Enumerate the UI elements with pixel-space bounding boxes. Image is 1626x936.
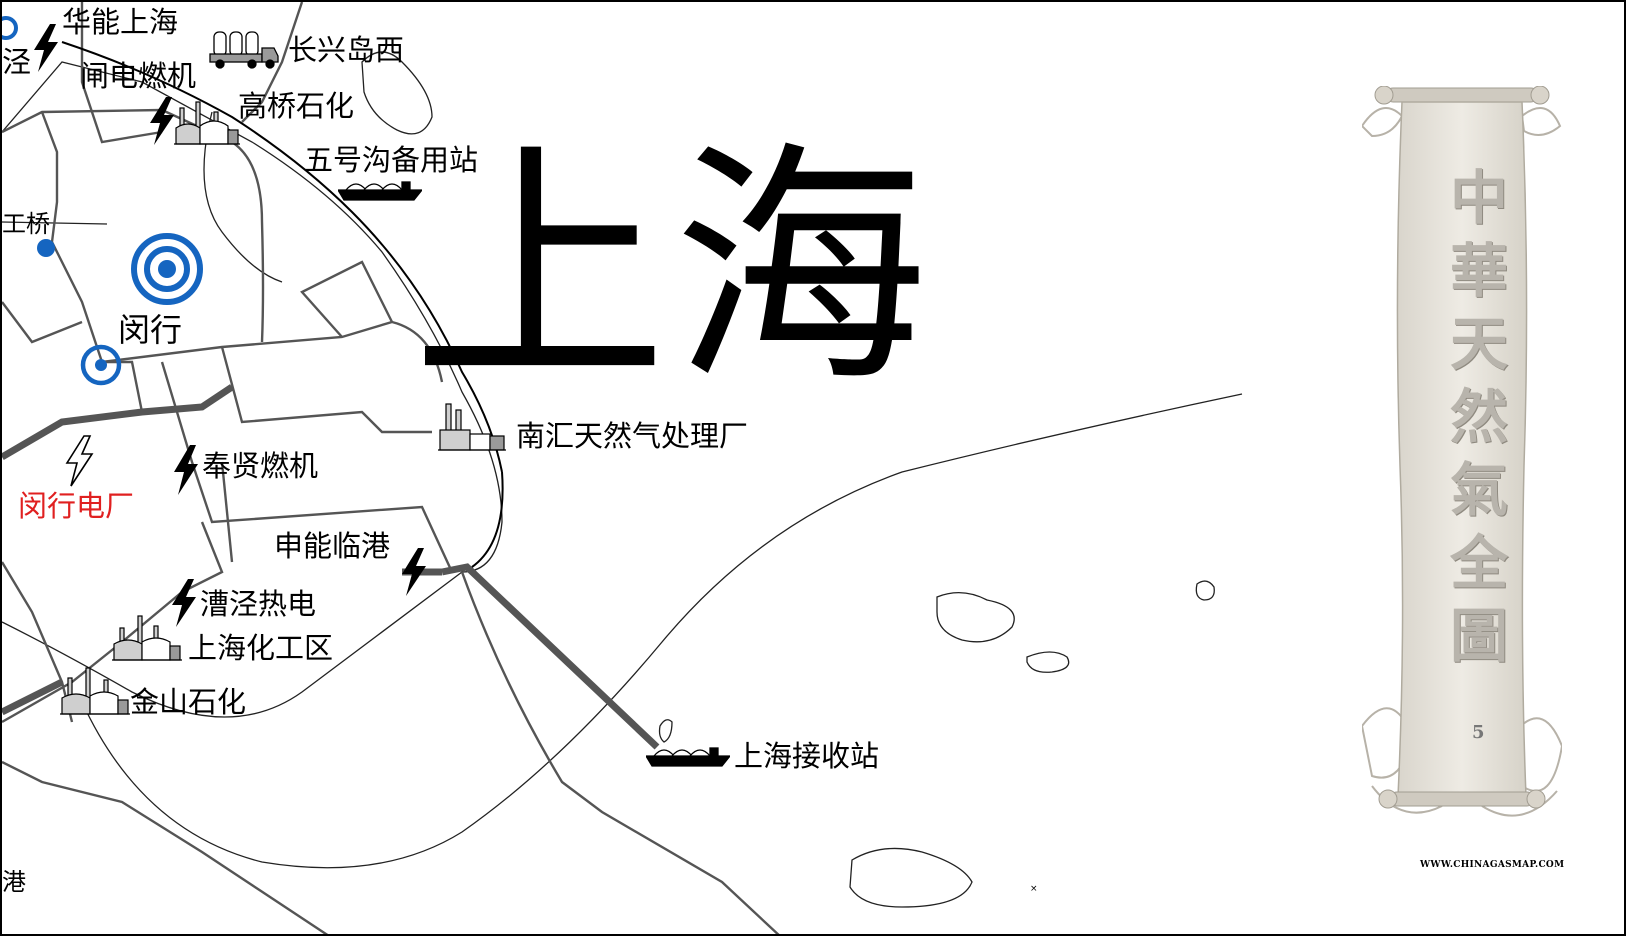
road-g: [300, 260, 394, 338]
road-b: [40, 111, 144, 413]
label-huaneng-shanghai[interactable]: 华能上海: [62, 5, 179, 39]
label-zhadian-ranji[interactable]: 闸电燃机: [80, 59, 197, 93]
label-jinshan-shihua[interactable]: 金山石化: [130, 685, 247, 719]
pipeline-southwest: [2, 678, 64, 716]
road-a: [2, 108, 265, 343]
website-url[interactable]: WWW.CHINAGASMAP.COM: [1420, 860, 1565, 870]
pipeline-north: [2, 384, 234, 461]
road-c: [80, 2, 163, 144]
island-a: [936, 592, 1015, 643]
lightning-bolt-icon[interactable]: [170, 445, 202, 495]
river-line: [203, 111, 283, 283]
label-shanghai-huagongqu[interactable]: 上海化工区: [188, 631, 334, 665]
road-m: [2, 760, 329, 934]
region-title: 上海: [412, 121, 935, 418]
label-changxingdao-xi[interactable]: 长兴岛西: [288, 33, 405, 67]
label-shanghai-jieshouzhan[interactable]: 上海接收站: [734, 739, 880, 773]
lightning-bolt-icon[interactable]: [30, 24, 62, 72]
tiny-mark: ×: [1030, 884, 1038, 894]
scroll-title-char: 華: [1449, 237, 1508, 305]
refinery-icon[interactable]: [438, 400, 506, 452]
label-fengxian-ranji[interactable]: 奉贤燃机: [202, 449, 319, 483]
label-caojing-redian[interactable]: 漕泾热电: [200, 587, 317, 621]
road-j: [2, 521, 224, 724]
refinery-icon[interactable]: [60, 666, 130, 716]
town-dot-icon: [37, 239, 55, 257]
island-e: [658, 719, 673, 743]
lng-truck-icon[interactable]: [208, 28, 280, 70]
scroll-title-char: 中: [1449, 164, 1508, 232]
hangzhou-bay-curve: [81, 393, 1243, 869]
scroll-title-char: 圖: [1449, 602, 1508, 670]
coastline-outer: [2, 61, 503, 718]
city-bullseye-icon[interactable]: [128, 230, 206, 308]
refinery-icon[interactable]: [174, 98, 240, 146]
lightning-bolt-icon[interactable]: [146, 97, 178, 145]
island-b: [1026, 651, 1070, 673]
lng-tanker-icon[interactable]: [646, 742, 730, 774]
city-bullseye-icon[interactable]: [78, 342, 124, 388]
island-d: [849, 847, 973, 908]
island-c: [1195, 580, 1215, 601]
label-minhang-dianchang[interactable]: 闵行电厂: [18, 489, 135, 523]
page-number: 5: [1472, 722, 1485, 743]
label-shenneng-lingang[interactable]: 申能临港: [274, 529, 391, 563]
road-e: [2, 301, 83, 344]
label-wuhaogou[interactable]: 五号沟备用站: [304, 143, 479, 177]
label-minhang[interactable]: 闵行: [118, 311, 183, 349]
coastline: [2, 51, 1243, 908]
city-bullseye-icon: [2, 16, 18, 40]
label-hongqiao-partial: 工桥: [2, 210, 50, 238]
trunk-line: [61, 41, 504, 568]
road-h: [220, 346, 432, 434]
road-l: [460, 571, 780, 934]
road-f: [101, 320, 444, 383]
scroll-title-char: 全: [1449, 529, 1508, 597]
road-i: [160, 361, 454, 573]
road-n: [220, 461, 234, 563]
lng-tanker-icon[interactable]: [338, 176, 422, 208]
scroll-decoration: [1362, 86, 1562, 817]
lightning-bolt-icon[interactable]: [168, 579, 200, 627]
road-d: [241, 2, 304, 123]
label-edge-left-bottom: 港: [2, 868, 26, 896]
lightning-bolt-icon[interactable]: [62, 435, 96, 487]
lightning-bolt-icon[interactable]: [398, 548, 430, 596]
island-changxing: [361, 51, 433, 135]
label-gaoqiao-shihua[interactable]: 高桥石化: [238, 89, 355, 123]
refinery-icon[interactable]: [112, 614, 182, 662]
label-edge-left-top: 泾: [2, 45, 32, 79]
scroll-title: 中 華 天 然 氣 全 圖: [1442, 162, 1516, 673]
trunk-north: [61, 41, 503, 473]
pipeline-lingang-terminal: [441, 563, 660, 750]
scroll-title-char: 然: [1449, 383, 1508, 451]
trunk-south: [471, 471, 504, 568]
label-nanhui-plant[interactable]: 南汇天然气处理厂: [516, 419, 749, 453]
road-network: [2, 2, 780, 934]
scroll-title-char: 天: [1449, 310, 1508, 378]
scroll-title-char: 氣: [1449, 456, 1508, 524]
